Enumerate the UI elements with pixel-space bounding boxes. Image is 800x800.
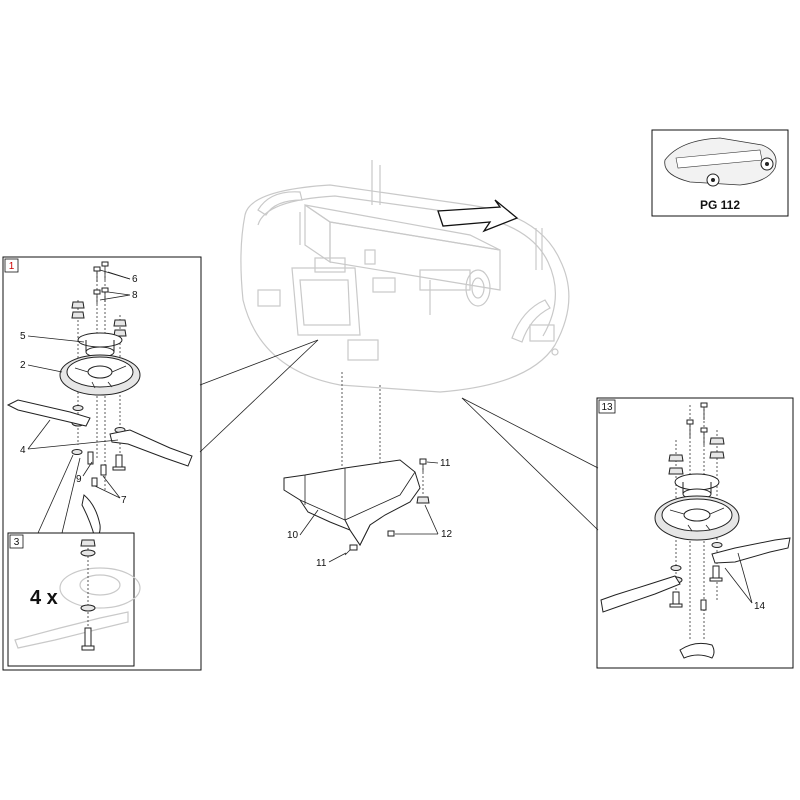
- mower-deck-ghost: [240, 160, 570, 393]
- blade-disc: [654, 495, 740, 541]
- callout-5: 5: [20, 331, 26, 342]
- leader-to-box-13: [461, 397, 599, 531]
- callout-11: 11: [440, 458, 451, 469]
- washer-icon: [80, 549, 96, 557]
- nut-icon: [80, 539, 96, 547]
- mounting-bracket: [283, 459, 421, 546]
- nut-icon: [71, 301, 127, 337]
- callout-6: 6: [132, 274, 138, 285]
- mower-blade: [600, 575, 681, 613]
- washer-icon: [71, 449, 83, 455]
- callout-14: 14: [754, 601, 766, 612]
- washer-icon: [80, 604, 96, 612]
- nut-icon: [668, 437, 725, 475]
- reference-page-label: PG 112: [700, 198, 740, 212]
- direction-arrow: [437, 199, 519, 233]
- mower-blade: [711, 537, 791, 564]
- leader-to-box-1: [199, 339, 319, 386]
- callout-2: 2: [20, 360, 26, 371]
- leader-to-box-3: [37, 454, 74, 534]
- blade-disc: [59, 354, 141, 396]
- callout-4: 4: [20, 445, 26, 456]
- hub-assembly: [674, 473, 720, 500]
- leader-to-box-3: [61, 457, 81, 534]
- callout-8: 8: [132, 290, 138, 301]
- washer-icon: [670, 565, 682, 571]
- bolt-icon: [93, 261, 109, 304]
- callout-9: 9: [76, 474, 82, 485]
- detail-box-3: 3 4 x: [7, 532, 141, 667]
- detail-box-1: 1: [2, 256, 202, 671]
- hub-assembly: [77, 332, 123, 358]
- mower-deck-thumbnail: [664, 137, 777, 187]
- box-1-number: 1: [9, 261, 15, 272]
- leader-to-box-13: [461, 397, 599, 469]
- nut-icon: [416, 496, 430, 504]
- washer-icon: [711, 542, 723, 548]
- quantity-multiplier: 4 x: [30, 587, 58, 609]
- blade-guard: [81, 494, 101, 539]
- blade-guard: [679, 642, 715, 659]
- callout-12: 12: [441, 529, 453, 540]
- detail-box-13: 13: [596, 397, 794, 669]
- box-13-number: 13: [601, 402, 613, 413]
- mower-blade: [6, 399, 91, 427]
- center-bracket-assembly: 11 10 12 11: [283, 458, 453, 569]
- bolt-icon: [686, 402, 708, 445]
- bolt-icon: [87, 451, 126, 487]
- reference-box[interactable]: PG 112: [651, 129, 789, 217]
- washer-icon: [72, 405, 84, 411]
- callout-11-lower: 11: [316, 558, 327, 569]
- bolt-icon: [669, 565, 723, 611]
- box-3-number: 3: [14, 537, 20, 548]
- mower-blade: [109, 429, 193, 467]
- bolt-icon: [81, 627, 95, 651]
- callout-10: 10: [287, 530, 299, 541]
- leader-to-box-1: [199, 339, 319, 453]
- bolt-icon: [344, 458, 427, 556]
- callout-7: 7: [121, 495, 127, 506]
